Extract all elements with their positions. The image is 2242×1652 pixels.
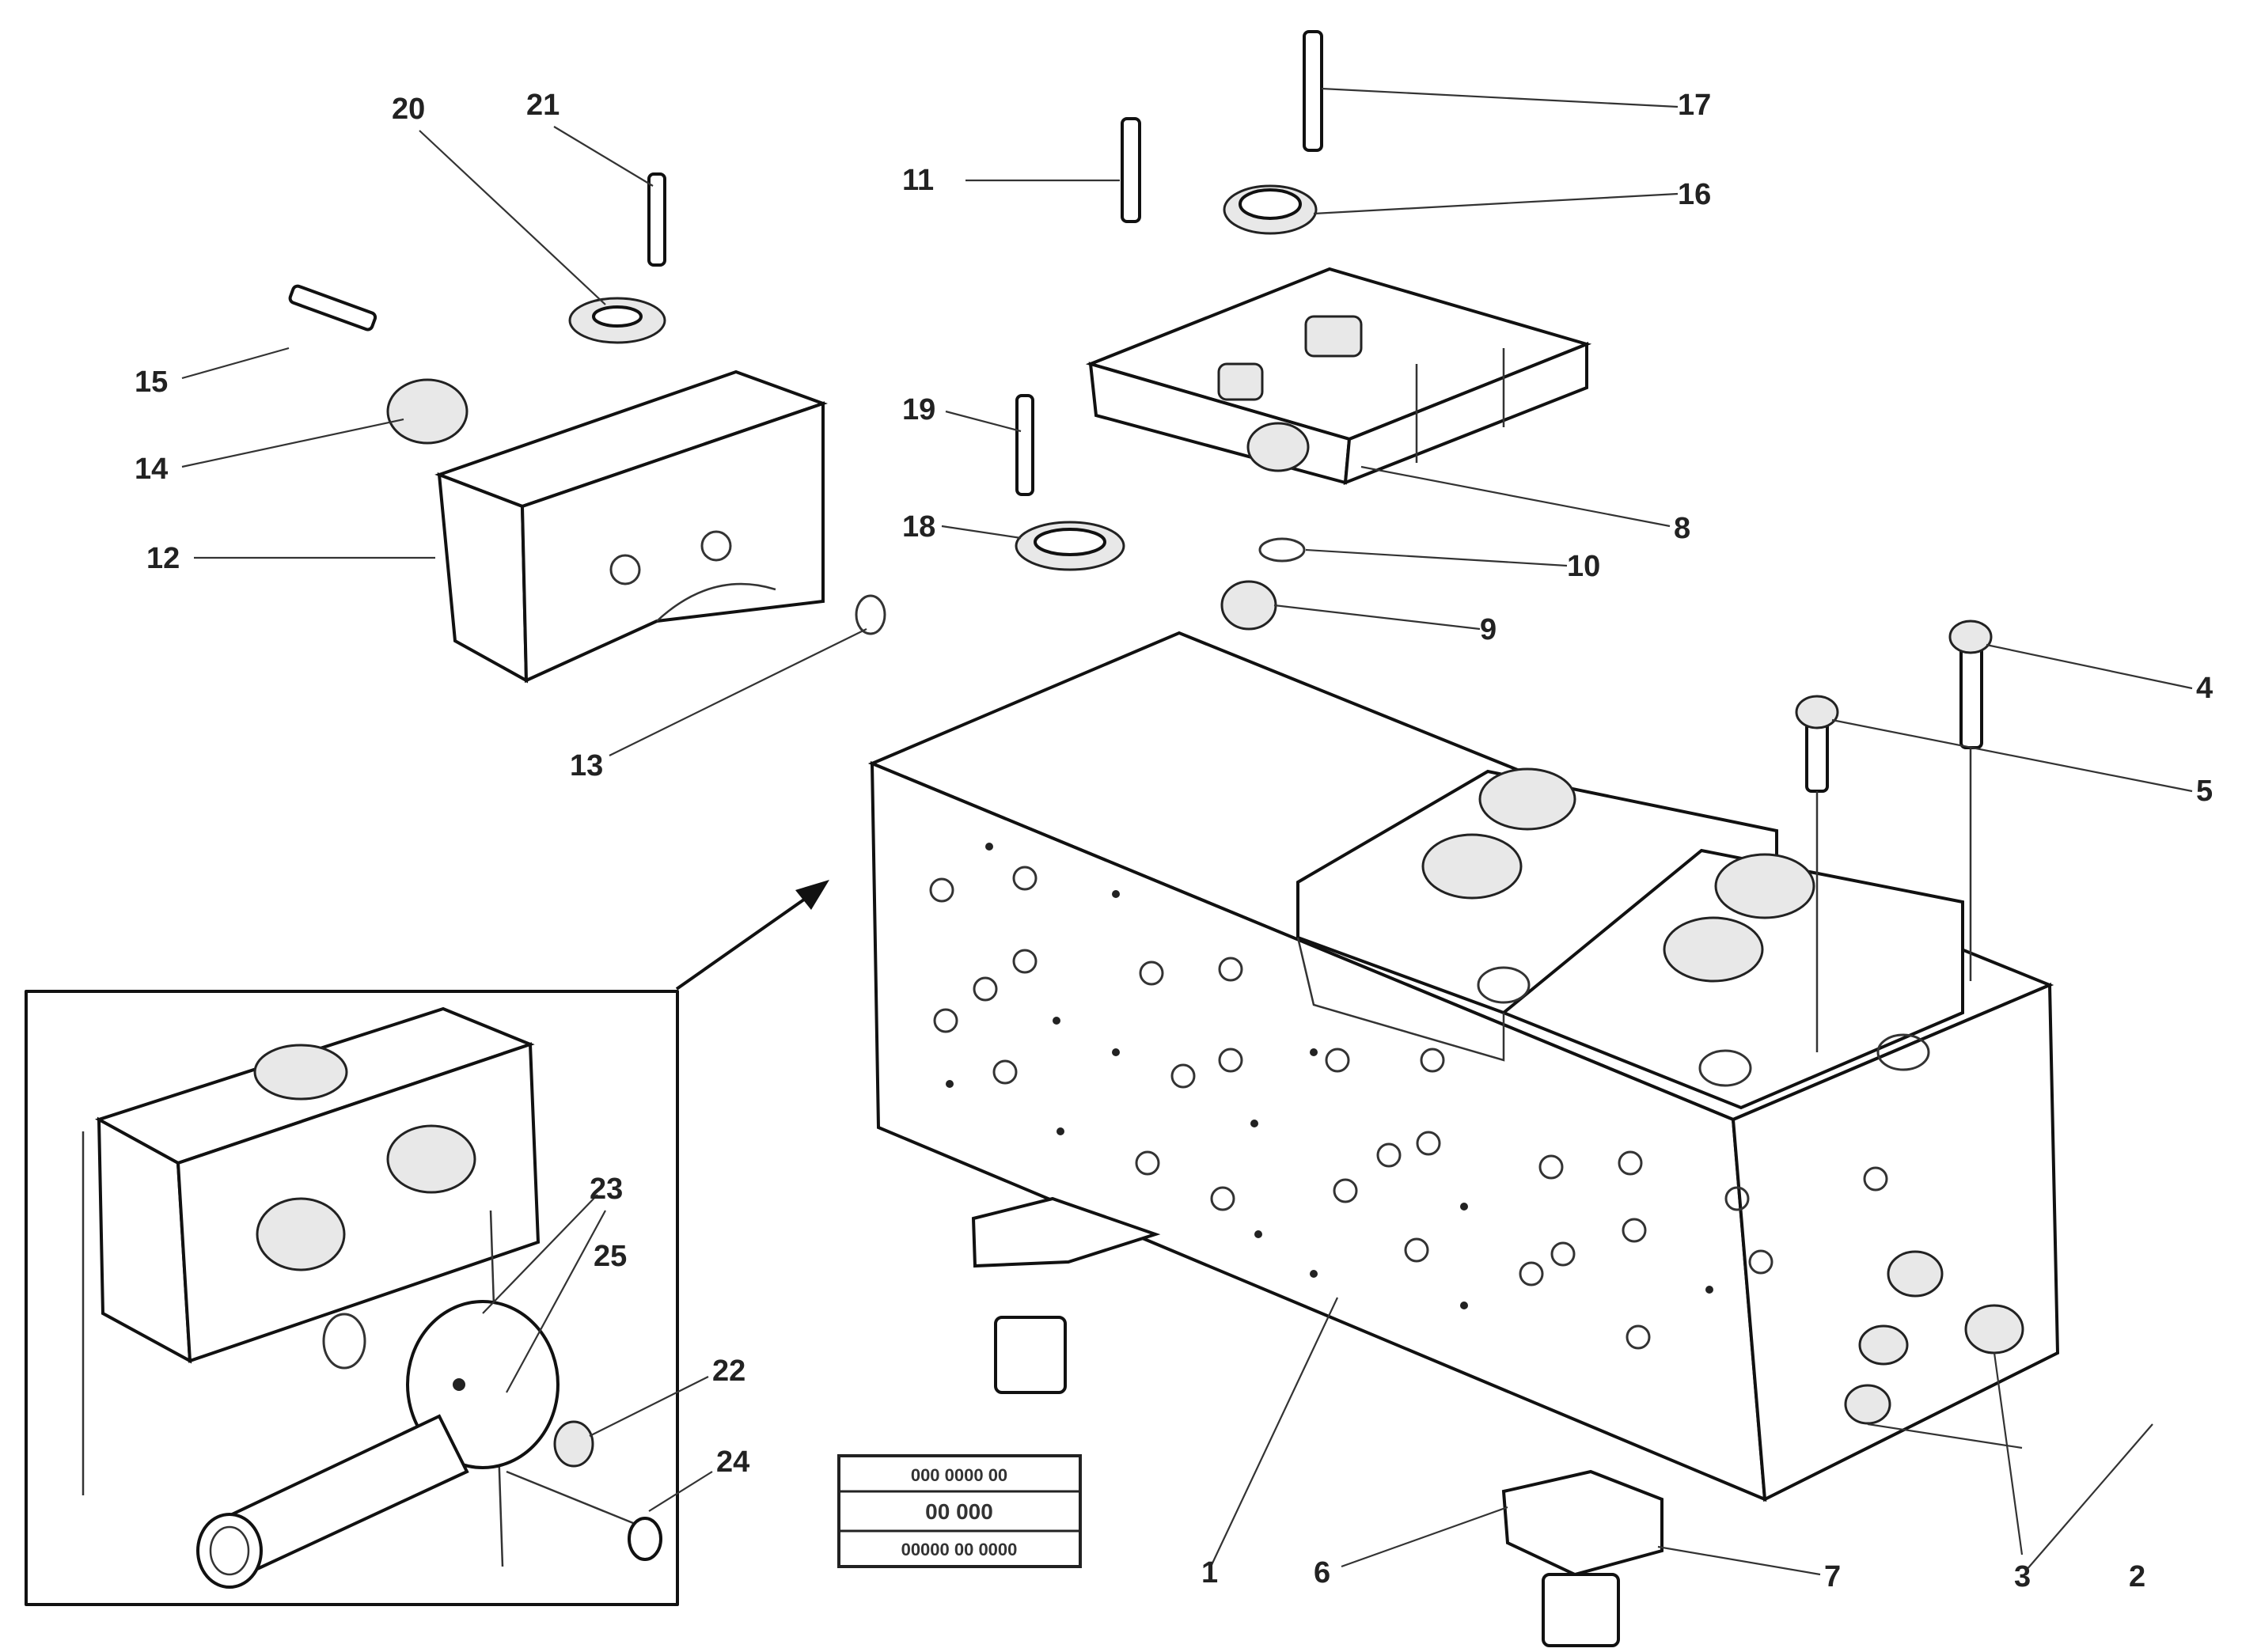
view-arrow-head (795, 880, 829, 910)
callout-18: 18 (902, 510, 935, 544)
callout-3: 3 (2014, 1560, 2031, 1593)
callout-15: 15 (135, 366, 168, 399)
callout-12: 12 (146, 542, 180, 575)
callout-19: 19 (902, 393, 935, 426)
detail-inset-box (25, 990, 679, 1606)
callout-23: 23 (590, 1173, 623, 1206)
front-face-port-holes (929, 843, 1888, 1350)
callout-14: 14 (135, 453, 168, 486)
callout-11: 11 (902, 164, 934, 197)
view-arrow (675, 885, 825, 991)
callout-7: 7 (1824, 1560, 1841, 1593)
bolts-4-5 (1795, 620, 1993, 1052)
callout-4: 4 (2196, 672, 2213, 705)
stamp-line-3: 00000 00 0000 (901, 1540, 1018, 1559)
stamp-line-1: 000 0000 00 (911, 1465, 1007, 1485)
callout-21: 21 (526, 89, 560, 122)
callout-13: 13 (570, 749, 603, 782)
cap-block-right (1085, 30, 1592, 631)
callout-6: 6 (1314, 1556, 1330, 1589)
reference-stamp: 000 0000 00 00 000 00000 00 0000 (837, 1454, 1082, 1568)
callout-17: 17 (1678, 89, 1711, 122)
main-valve-block (867, 631, 2060, 1647)
callout-25: 25 (594, 1240, 627, 1273)
callout-8: 8 (1674, 512, 1690, 545)
callout-24: 24 (716, 1446, 749, 1479)
callout-2: 2 (2129, 1560, 2145, 1593)
callout-1: 1 (1201, 1556, 1218, 1589)
callout-20: 20 (392, 93, 425, 126)
callout-22: 22 (712, 1355, 745, 1388)
callout-10: 10 (1567, 550, 1600, 583)
callout-5: 5 (2196, 775, 2213, 808)
stamp-line-2: 00 000 (925, 1499, 993, 1524)
leader-lines (181, 87, 2193, 1576)
cap-block-left (288, 172, 1125, 684)
callout-16: 16 (1678, 178, 1711, 211)
callout-labels: 17 16 11 8 10 9 19 18 20 21 15 14 12 13 … (135, 89, 2213, 1593)
callout-9: 9 (1480, 613, 1497, 646)
